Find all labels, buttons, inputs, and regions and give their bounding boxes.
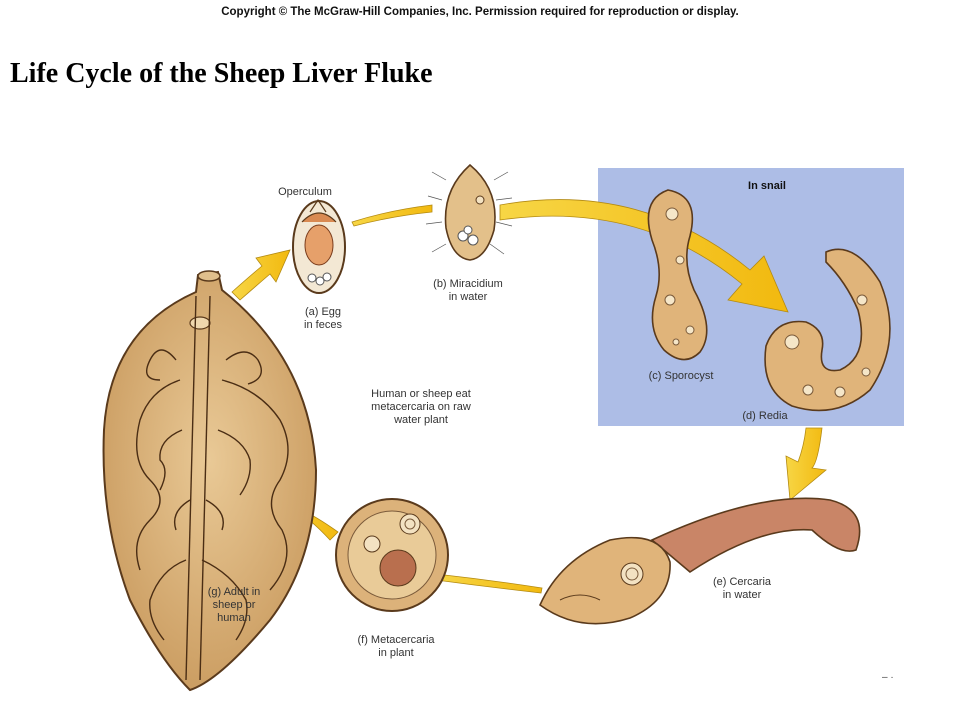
page-mark: – ·: [882, 672, 894, 683]
copyright-notice: Copyright © The McGraw-Hill Companies, I…: [221, 6, 739, 18]
label-adult: (g) Adult in sheep or human: [198, 586, 270, 625]
label-in-snail: In snail: [748, 180, 786, 192]
label-operculum: Operculum: [278, 186, 332, 198]
label-center-note: Human or sheep eat metacercaria on raw w…: [356, 388, 486, 427]
label-redia: (d) Redia: [742, 410, 788, 422]
label-metacercaria: (f) Metacercaria in plant: [346, 634, 446, 660]
label-cercaria-line1: (e) Cercaria: [712, 576, 772, 588]
label-sporocyst: (c) Sporocyst: [648, 370, 714, 382]
miracidium-illustration: [425, 163, 513, 261]
label-adult-line1: (g) Adult in: [207, 586, 261, 598]
arrow-adult-to-egg: [231, 249, 291, 301]
label-adult-line2: sheep or: [212, 599, 256, 611]
label-cercaria-line2: in water: [722, 589, 762, 601]
label-egg-line2: in feces: [304, 319, 342, 331]
label-egg: (a) Egg in feces: [288, 306, 358, 332]
label-metacercaria-line1: (f) Metacercaria: [357, 634, 435, 646]
label-cercaria: (e) Cercaria in water: [702, 576, 782, 602]
label-miracidium: (b) Miracidium in water: [418, 278, 518, 304]
label-miracidium-line2: in water: [448, 291, 488, 303]
arrow-cercaria-to-metacercaria: [435, 573, 543, 594]
sporocyst-illustration: [647, 189, 708, 361]
cercaria-illustration: [539, 497, 861, 625]
label-egg-line1: (a) Egg: [304, 306, 342, 318]
arrow-miracidium-to-redia: [499, 199, 789, 313]
label-center-line3: water plant: [394, 414, 448, 426]
label-center-line2: metacercaria on raw: [371, 401, 471, 413]
page-title: Life Cycle of the Sheep Liver Fluke: [10, 58, 433, 89]
label-adult-line3: human: [217, 612, 251, 624]
label-center-line1: Human or sheep eat: [371, 388, 471, 400]
arrow-egg-to-miracidium: [351, 204, 433, 227]
label-metacercaria-line2: in plant: [378, 647, 414, 659]
egg-illustration: [292, 198, 346, 294]
label-miracidium-line1: (b) Miracidium: [433, 278, 503, 290]
redia-illustration: [764, 248, 891, 412]
metacercaria-illustration: [335, 498, 449, 612]
arrow-redia-to-cercaria: [785, 427, 827, 501]
adult-fluke-illustration: [102, 270, 318, 692]
